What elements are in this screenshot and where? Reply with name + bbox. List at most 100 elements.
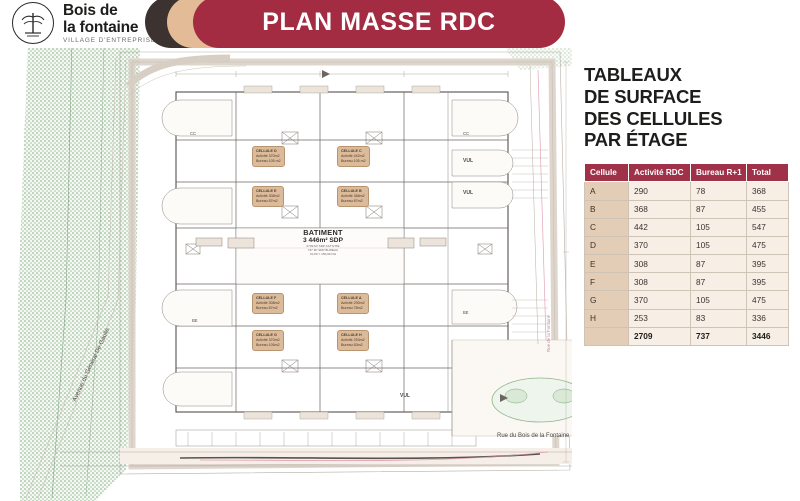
cell-bureau: 105 (690, 290, 747, 310)
cell-name: CELLULE F (256, 296, 277, 300)
cell-bureau: 87 (690, 254, 747, 274)
cell-activite: 442 (628, 217, 691, 237)
cell-activite: 370 (628, 290, 691, 310)
panel-title-line-1: TABLEAUX (584, 64, 682, 85)
column-header-bureau: Bureau R+1 (690, 163, 747, 183)
cell-activite: Activité 308m2 (256, 193, 280, 198)
cell-total: 395 (746, 272, 789, 292)
cell-activite: Activité 442m2 (341, 153, 365, 158)
cell-bureau: 105 (690, 235, 747, 256)
total-bureau: 737 (690, 326, 747, 347)
building-name: BATIMENT (303, 228, 343, 237)
cell-callout-d: CELLULE D Activité 370m2 Bureau 105 m2 (252, 146, 285, 167)
tree-in-circle-logo-icon (12, 2, 54, 45)
table-header-row: Cellule Activité RDC Bureau R+1 Total (584, 163, 789, 183)
cell-callout-h: CELLULE H Activité 253m2 Bureau 83m2 (337, 330, 369, 351)
building-label: BATIMENT 3 446m² SDP 2709 M² SDP ACTIVIT… (268, 228, 378, 256)
cell-total: 547 (746, 217, 789, 237)
brand-line-2: la fontaine (63, 18, 139, 36)
cell-activite: 368 (628, 199, 691, 219)
table-row: A 290 78 368 (584, 181, 789, 201)
table-row: E 308 87 395 (584, 254, 789, 274)
cell-bureau: Bureau 87m2 (341, 198, 363, 203)
cell-bureau: 83 (690, 308, 747, 328)
be-label-left: BE (192, 318, 198, 323)
title-banner: PLAN MASSE RDC (145, 0, 565, 48)
total-cellule (584, 326, 629, 347)
vul-label-3: VUL (400, 393, 410, 399)
cell-cellule: B (584, 199, 629, 219)
cell-activite: Activité 370m2 (256, 337, 280, 342)
cc-label-left: CC (190, 131, 197, 136)
cell-callout-e: CELLULE E Activité 308m2 Bureau 87m2 (252, 186, 284, 207)
cell-bureau: 105 (690, 217, 747, 237)
page-title: PLAN MASSE RDC (262, 7, 496, 36)
cell-name: CELLULE C (341, 149, 362, 153)
cell-activite: 308 (628, 254, 691, 274)
cell-name: CELLULE D (256, 149, 277, 153)
cell-bureau: Bureau 78m2 (341, 305, 363, 310)
cell-activite: Activité 308m2 (256, 300, 280, 305)
panel-title-line-2: DE SURFACE (584, 85, 702, 107)
table-row: H 253 83 336 (584, 308, 789, 328)
cell-bureau: Bureau 87m2 (256, 305, 278, 310)
cell-cellule: A (584, 181, 629, 201)
cell-total: 475 (746, 235, 789, 256)
cell-cellule: H (584, 308, 629, 328)
cell-name: CELLULE B (341, 189, 362, 193)
be-label-right: BE (463, 310, 469, 315)
column-header-total: Total (746, 163, 789, 183)
table-row: G 370 105 475 (584, 290, 789, 310)
cc-label-right: CC (463, 131, 470, 136)
cell-activite: 370 (628, 235, 691, 256)
cell-activite: 253 (628, 308, 691, 328)
cell-bureau: 87 (690, 199, 747, 219)
cell-activite: Activité 370m2 (256, 153, 280, 158)
cell-total: 475 (746, 290, 789, 310)
cell-activite: Activité 253m2 (341, 337, 365, 342)
table-total-row: 2709 737 3446 (584, 326, 789, 347)
brand-subtitle: VILLAGE D'ENTREPRISE (63, 37, 157, 45)
cell-activite: Activité 290m2 (341, 300, 365, 305)
cell-bureau: 78 (690, 181, 747, 201)
cell-bureau: Bureau 87m2 (256, 198, 278, 203)
cell-cellule: E (584, 254, 629, 274)
cell-total: 336 (746, 308, 789, 328)
cell-callout-f: CELLULE F Activité 308m2 Bureau 87m2 (252, 293, 284, 314)
cell-bureau: Bureau 105 m2 (256, 158, 281, 163)
cell-cellule: G (584, 290, 629, 310)
cell-activite: 308 (628, 272, 691, 292)
total-activite: 2709 (628, 326, 691, 347)
building-note-1: 2709 M² SDP ACTIVITÉ (306, 244, 340, 248)
brand-text: Bois de la fontaine VILLAGE D'ENTREPRISE (63, 2, 156, 45)
panel-title-line-3: DES CELLULES (584, 107, 723, 129)
cell-cellule: F (584, 272, 629, 292)
page-header: Bois de la fontaine VILLAGE D'ENTREPRISE… (0, 0, 800, 48)
cell-bureau: 87 (690, 272, 747, 292)
brand-logo[interactable]: Bois de la fontaine VILLAGE D'ENTREPRISE (12, 2, 156, 45)
cell-total: 395 (746, 254, 789, 274)
building-note-3: ±0,00 = 150,90 NG (309, 252, 337, 257)
table-row: C 442 105 547 (584, 217, 789, 237)
column-header-cellule: Cellule (584, 163, 629, 183)
street-label-right-corridor: Rue de la Fontaine (546, 314, 551, 352)
cell-activite: Activité 368m2 (341, 193, 365, 198)
table-row: D 370 105 475 (584, 235, 789, 256)
cell-bureau: Bureau 105m2 (256, 342, 280, 347)
surface-table: Cellule Activité RDC Bureau R+1 Total A … (584, 163, 789, 347)
vul-label-1: VUL (463, 158, 473, 164)
cell-callout-g: CELLULE G Activité 370m2 Bureau 105m2 (252, 330, 284, 351)
cell-bureau: Bureau 105 m2 (341, 158, 366, 163)
cell-total: 368 (746, 181, 789, 201)
cell-cellule: C (584, 217, 629, 237)
cell-name: CELLULE E (256, 189, 277, 193)
table-row: F 308 87 395 (584, 272, 789, 292)
street-label-rue-bois-fontaine: Rue du Bois de la Fontaine (497, 433, 570, 439)
table-row: B 368 87 455 (584, 199, 789, 219)
cell-total: 455 (746, 199, 789, 219)
cell-activite: 290 (628, 181, 691, 201)
cell-name: CELLULE H (341, 333, 362, 337)
cell-bureau: Bureau 83m2 (341, 342, 363, 347)
building-area: 3 446m² SDP (303, 237, 343, 244)
surface-table-panel: TABLEAUX DE SURFACE DES CELLULES PAR ÉTA… (572, 48, 800, 501)
